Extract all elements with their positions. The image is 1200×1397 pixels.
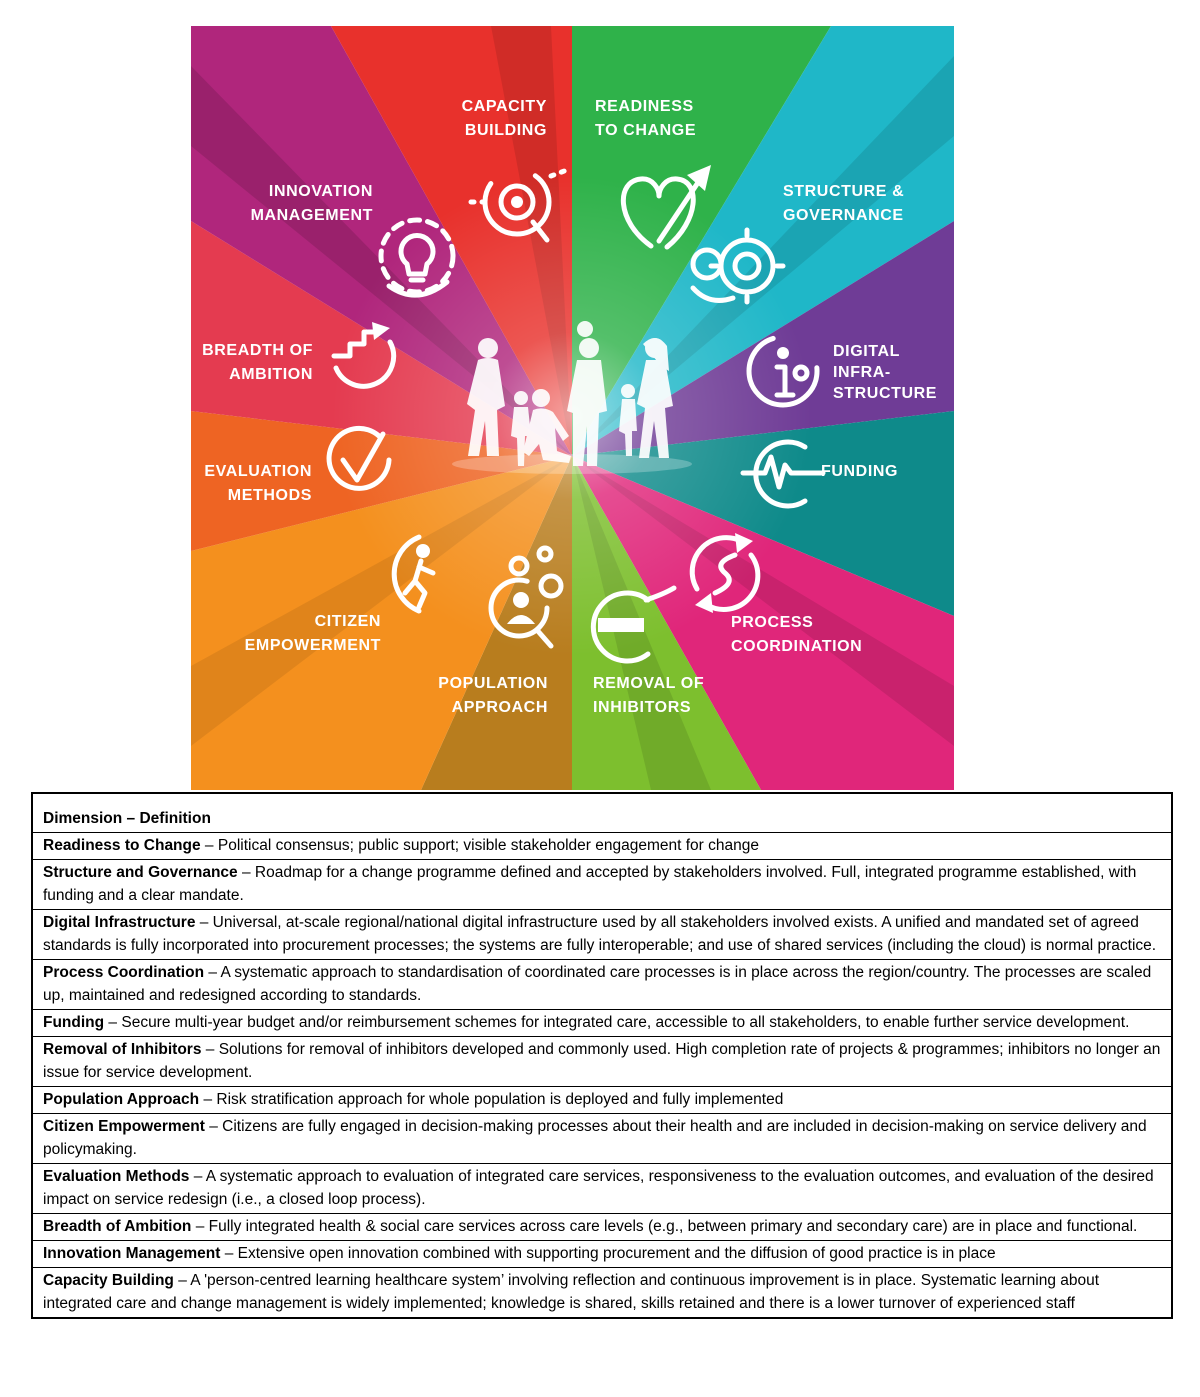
definitions-table: Dimension – Definition Readiness to Chan… bbox=[31, 792, 1173, 1319]
definition-row: Funding – Secure multi-year budget and/o… bbox=[33, 1010, 1171, 1037]
definition-text: – Solutions for removal of inhibitors de… bbox=[43, 1041, 1161, 1081]
target-magnifier-icon bbox=[468, 167, 570, 243]
definition-text: – Fully integrated health & social care … bbox=[191, 1218, 1138, 1235]
magnifier-people-icon bbox=[488, 545, 564, 649]
heart-arrow-icon bbox=[620, 165, 711, 250]
definition-row: Citizen Empowerment – Citizens are fully… bbox=[33, 1114, 1171, 1164]
definition-term: Population Approach bbox=[43, 1091, 200, 1108]
minus-circle-icon bbox=[590, 585, 677, 664]
definition-term: Evaluation Methods bbox=[43, 1168, 190, 1185]
definition-term: Citizen Empowerment bbox=[43, 1118, 205, 1135]
definition-term: Removal of Inhibitors bbox=[43, 1041, 202, 1058]
info-icon bbox=[746, 334, 820, 408]
definition-term: Funding bbox=[43, 1014, 105, 1031]
definition-term: Process Coordination bbox=[43, 964, 205, 981]
definition-row: Capacity Building – A 'person-centred le… bbox=[33, 1268, 1171, 1317]
definition-text: – Roadmap for a change programme defined… bbox=[43, 864, 1137, 904]
definition-row: Digital Infrastructure – Universal, at-s… bbox=[33, 910, 1171, 960]
definition-text: – Risk stratification approach for whole… bbox=[199, 1091, 784, 1108]
lightbulb-icon bbox=[378, 217, 456, 298]
checkmark-icon bbox=[326, 425, 392, 491]
definition-text: – Citizens are fully engaged in decision… bbox=[43, 1118, 1147, 1158]
definition-term: Breadth of Ambition bbox=[43, 1218, 192, 1235]
definition-text: – Political consensus; public support; v… bbox=[200, 837, 759, 854]
definition-text: – A systematic approach to evaluation of… bbox=[43, 1168, 1154, 1208]
euro-icon bbox=[740, 439, 826, 509]
label-funding: FUNDING bbox=[821, 463, 898, 480]
label-structure: STRUCTURE &GOVERNANCE bbox=[783, 183, 904, 224]
center-glow bbox=[332, 176, 812, 656]
definition-row: Innovation Management – Extensive open i… bbox=[33, 1241, 1171, 1268]
definition-term: Digital Infrastructure bbox=[43, 914, 196, 931]
definition-row: Structure and Governance – Roadmap for a… bbox=[33, 860, 1171, 910]
gears-icon bbox=[690, 227, 786, 305]
definition-row: Removal of Inhibitors – Solutions for re… bbox=[33, 1037, 1171, 1087]
definition-row: Breadth of Ambition – Fully integrated h… bbox=[33, 1214, 1171, 1241]
definition-term: Structure and Governance bbox=[43, 864, 238, 881]
definition-text: – A 'person-centred learning healthcare … bbox=[43, 1272, 1100, 1312]
definition-term: Readiness to Change bbox=[43, 837, 201, 854]
definition-row: Population Approach – Risk stratificatio… bbox=[33, 1087, 1171, 1114]
definition-row: Evaluation Methods – A systematic approa… bbox=[33, 1164, 1171, 1214]
cycle-arrows-icon bbox=[689, 533, 761, 613]
definition-text: – Secure multi-year budget and/or reimbu… bbox=[104, 1014, 1130, 1031]
definition-term: Innovation Management bbox=[43, 1245, 221, 1262]
definition-text: – Extensive open innovation combined wit… bbox=[220, 1245, 996, 1262]
definition-text: – Universal, at-scale regional/national … bbox=[43, 914, 1157, 954]
definition-text: – A systematic approach to standardisati… bbox=[43, 964, 1152, 1004]
definitions-header: Dimension – Definition bbox=[33, 794, 1171, 833]
running-person-icon bbox=[391, 534, 436, 614]
people-silhouettes bbox=[452, 321, 692, 474]
stairs-arrow-icon bbox=[331, 322, 397, 389]
definition-row: Process Coordination – A systematic appr… bbox=[33, 960, 1171, 1010]
definition-term: Capacity Building bbox=[43, 1272, 174, 1289]
definition-row: Readiness to Change – Political consensu… bbox=[33, 833, 1171, 860]
